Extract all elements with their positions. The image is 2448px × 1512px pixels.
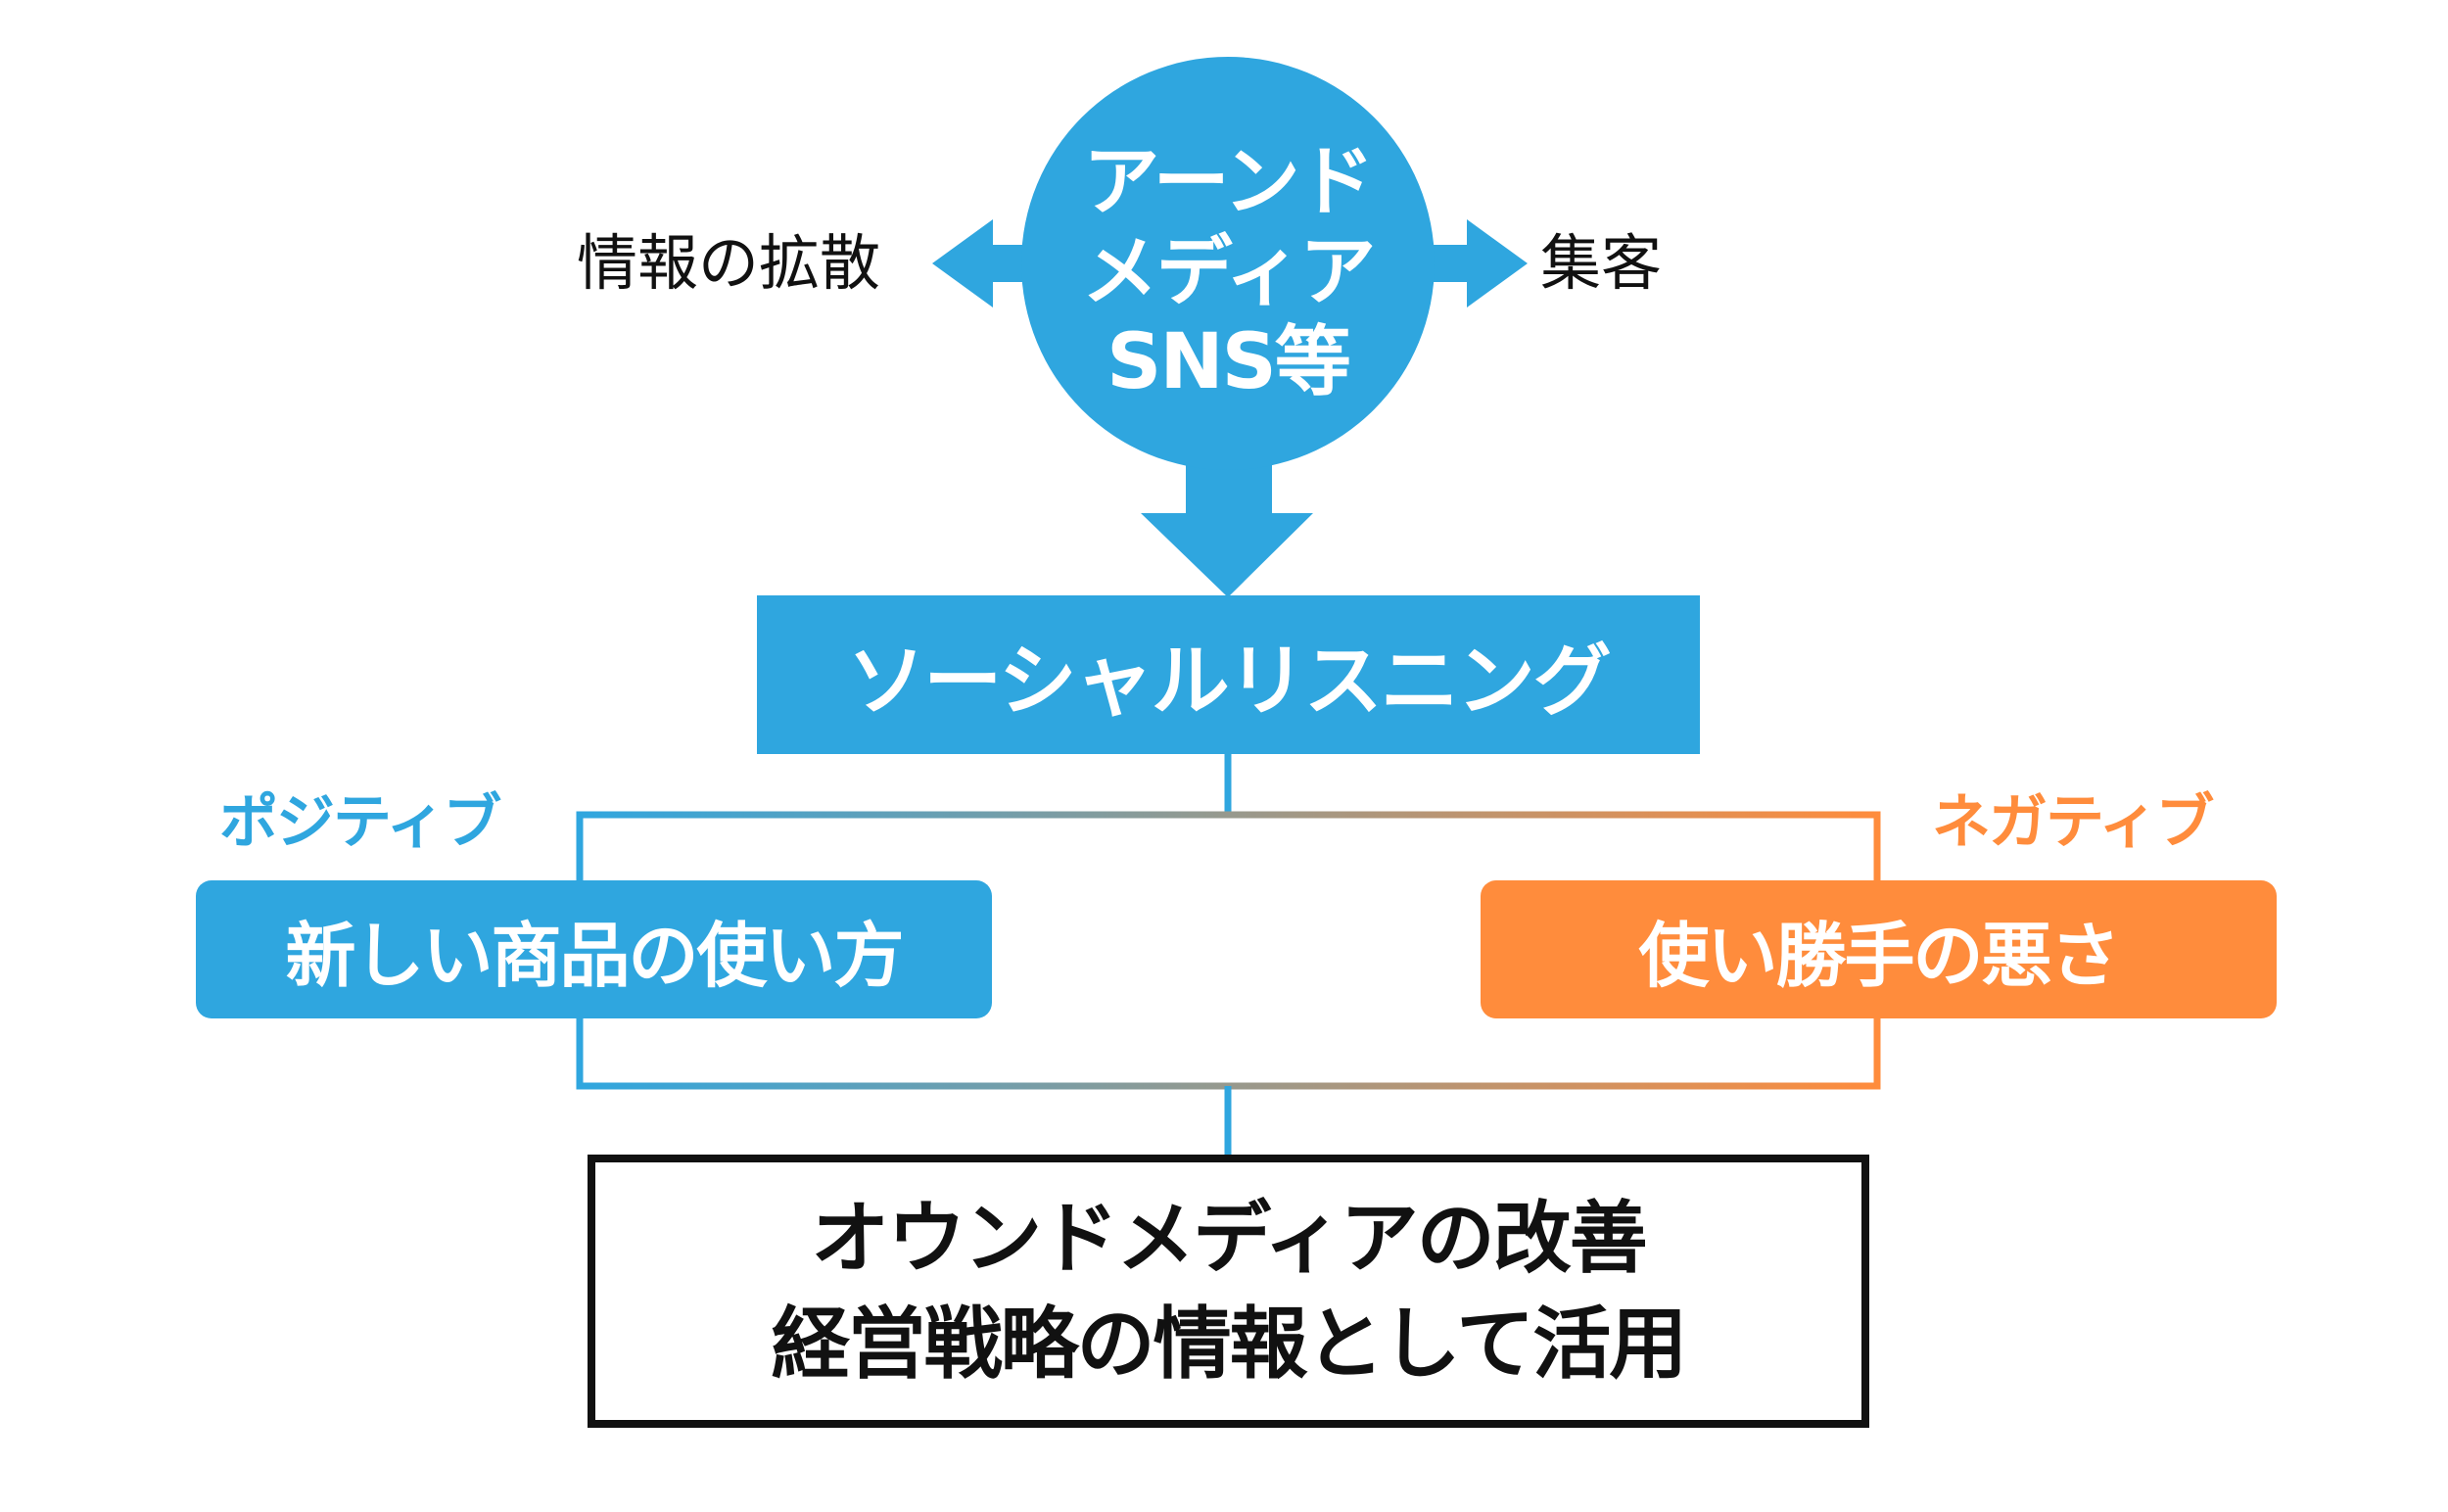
left-effect-label: 情報の拡散: [577, 227, 881, 299]
process-box: ソーシャルリスニング: [757, 595, 1700, 754]
negative-tag: ネガティブ: [1932, 788, 2214, 857]
outcome-line: オウンドメディアの改善: [811, 1192, 1647, 1284]
positive-box: 新しい商品の使い方: [196, 880, 992, 1018]
negative-box: 使い勝手の悪さ: [1481, 880, 2277, 1018]
hub-line: アーンド: [1083, 138, 1374, 226]
hub-label: アーンド メディア SNS等: [1022, 137, 1434, 407]
down-arrow: [1141, 431, 1313, 597]
outcome-line: 経営戦略の情報として活用: [771, 1298, 1688, 1390]
outcome-box: オウンドメディアの改善 経営戦略の情報として活用: [588, 1155, 1869, 1428]
hub-line: メディア: [1081, 228, 1377, 316]
hub-line: SNS等: [1106, 318, 1351, 406]
left-arrow: [932, 219, 1038, 307]
right-arrow: [1420, 219, 1528, 307]
right-effect-label: 集客: [1540, 227, 1663, 299]
positive-tag: ポジティブ: [219, 788, 501, 857]
hub-circle: [1021, 57, 1435, 470]
